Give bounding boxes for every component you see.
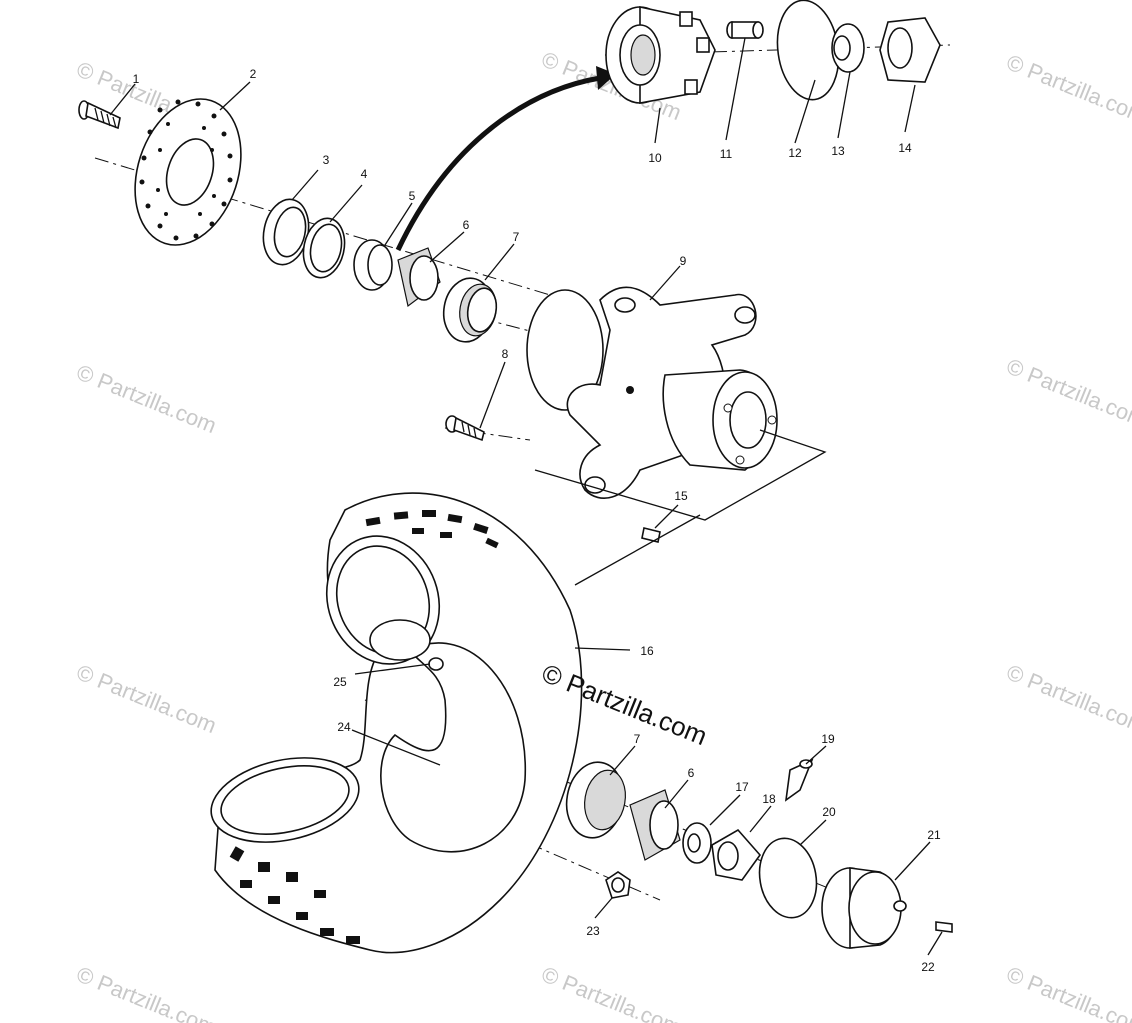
part-21-hub-cap <box>821 867 907 949</box>
callout-17: 17 <box>735 780 749 794</box>
part-14-nut <box>879 17 941 83</box>
part-6-bearing-cone-lower <box>629 789 681 861</box>
callout-25: 25 <box>333 675 347 689</box>
part-23-nut <box>605 871 631 899</box>
watermark: © Partzilla.com <box>73 961 220 1023</box>
part-22-screw <box>935 921 953 933</box>
callout-5: 5 <box>409 189 416 203</box>
part-13-washer <box>831 23 865 73</box>
part-16-tire <box>210 492 583 954</box>
part-9-hub <box>526 286 827 521</box>
callout-8: 8 <box>502 347 509 361</box>
callout-4: 4 <box>361 167 368 181</box>
part-18-castle-nut <box>711 828 762 881</box>
callout-6-lower: 6 <box>688 766 695 780</box>
part-3-seal <box>262 198 310 266</box>
watermark: © Partzilla.com <box>1003 961 1132 1023</box>
part-7-bearing-cup <box>442 277 498 343</box>
part-6-bearing-cone <box>397 247 441 308</box>
part-10-drive-hub <box>605 6 716 104</box>
callout-7: 7 <box>513 230 520 244</box>
callout-3: 3 <box>323 153 330 167</box>
callout-21: 21 <box>927 828 941 842</box>
callout-7-lower: 7 <box>634 732 641 746</box>
watermark: © Partzilla.com <box>1003 49 1132 128</box>
callout-6: 6 <box>463 218 470 232</box>
callout-12: 12 <box>788 146 802 160</box>
callout-24: 24 <box>337 720 351 734</box>
callout-14: 14 <box>898 141 912 155</box>
part-7-bearing-cup-lower <box>565 761 626 839</box>
callouts: 1 2 3 4 5 6 7 8 9 10 11 12 13 14 15 16 7… <box>133 67 941 974</box>
callout-16: 16 <box>640 644 654 658</box>
callout-19: 19 <box>821 732 835 746</box>
watermark: © Partzilla.com <box>538 961 685 1023</box>
part-20-o-ring <box>758 837 818 919</box>
watermark: © Partzilla.com <box>73 659 220 738</box>
reference-arrow <box>395 75 601 252</box>
part-19-cotter-pin <box>784 758 814 802</box>
part-5-spacer <box>353 239 393 291</box>
callout-9: 9 <box>680 254 687 268</box>
callout-23: 23 <box>586 924 600 938</box>
callout-11: 11 <box>720 147 733 161</box>
watermark: © Partzilla.com <box>73 359 220 438</box>
callout-15: 15 <box>674 489 688 503</box>
leader-lines <box>109 37 943 956</box>
part-15-screw <box>641 527 661 543</box>
part-8-screw <box>445 415 485 442</box>
part-1-bolt <box>78 100 121 130</box>
callout-2: 2 <box>250 67 257 81</box>
callout-18: 18 <box>762 792 776 806</box>
callout-13: 13 <box>831 144 845 158</box>
callout-22: 22 <box>921 960 935 974</box>
part-2-brake-disc <box>134 98 242 246</box>
callout-1: 1 <box>133 72 140 86</box>
part-25-valve-stem <box>428 657 444 671</box>
watermark: © Partzilla.com <box>1003 659 1132 738</box>
watermark: © Partzilla.com <box>1003 353 1132 432</box>
part-11-pin <box>726 21 764 39</box>
callout-10: 10 <box>648 151 662 165</box>
part-17-washer <box>682 822 712 864</box>
part-4-ring <box>302 217 346 279</box>
callout-20: 20 <box>822 805 836 819</box>
